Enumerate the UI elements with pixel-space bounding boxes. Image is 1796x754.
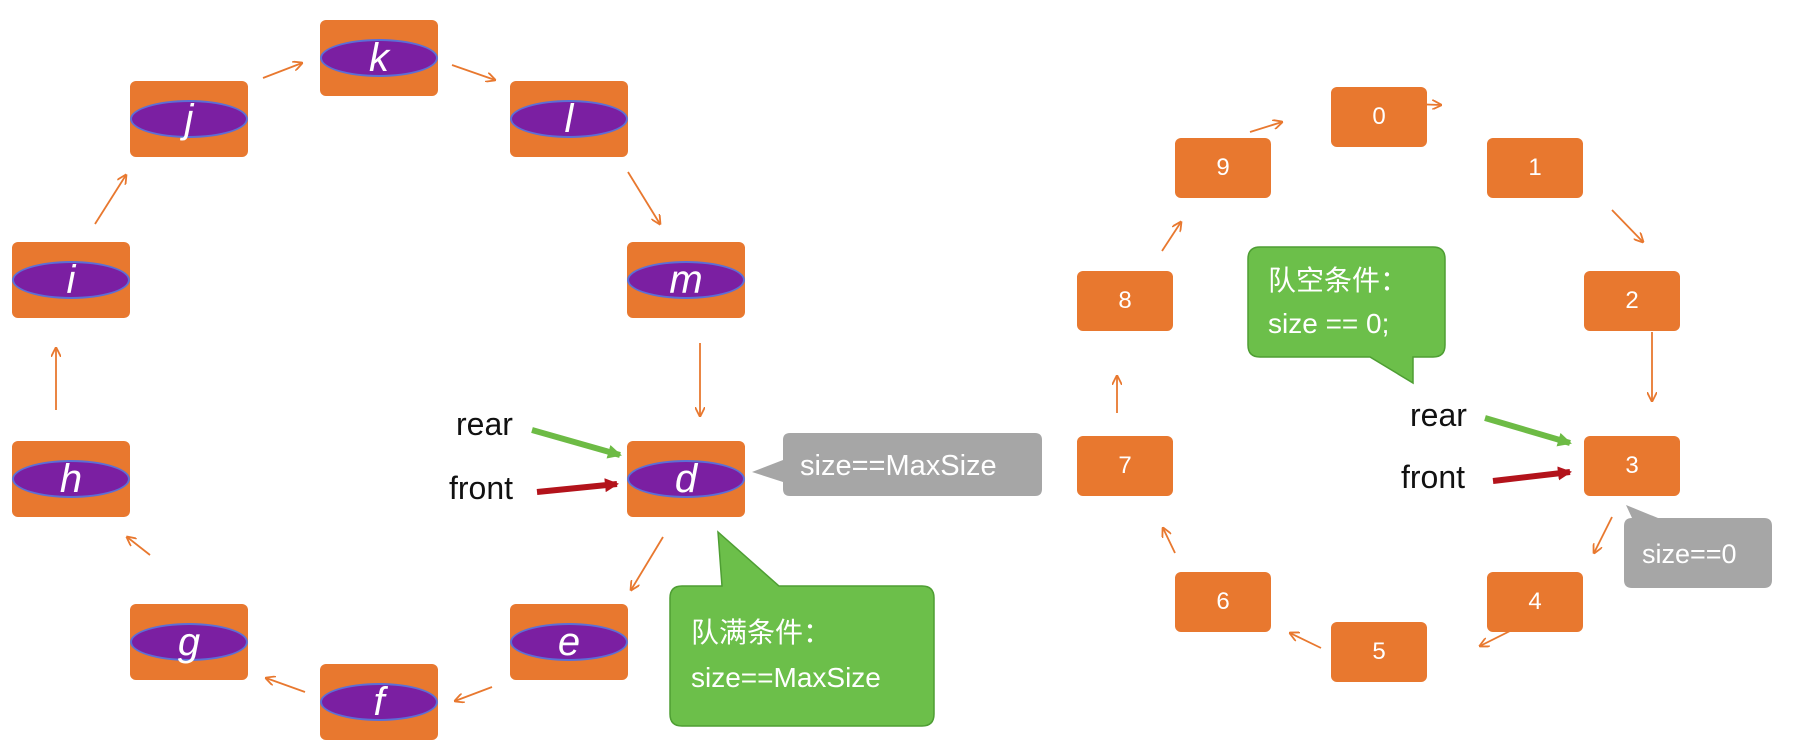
empty-queue-node-3: 3 <box>1584 436 1680 496</box>
empty-queue-node-1: 1 <box>1487 138 1583 198</box>
full-queue-node-k: k <box>320 20 438 96</box>
node-label: j <box>130 99 248 139</box>
empty-queue-node-8: 8 <box>1077 271 1173 331</box>
empty-queue-node-9: 9 <box>1175 138 1271 198</box>
node-label: g <box>130 622 248 662</box>
full-queue-node-d: d <box>627 441 745 517</box>
size-callout-text: size==MaxSize <box>800 450 997 482</box>
empty-queue-link-arrow <box>1611 209 1643 242</box>
size-callout-text-empty: size==0 <box>1642 539 1737 569</box>
front-arrow <box>536 478 619 495</box>
size-callout-shape <box>752 433 1042 496</box>
empty-queue-node-6: 6 <box>1175 572 1271 632</box>
full-queue-link-arrow <box>627 171 660 224</box>
size-callout-shape-empty <box>1624 505 1772 588</box>
empty-queue-node-0: 0 <box>1331 87 1427 147</box>
condition-callout-shape <box>669 530 935 727</box>
front-label-empty: front <box>1401 459 1466 495</box>
full-queue-link-arrow <box>262 63 302 79</box>
empty-queue-link-arrow <box>1163 528 1176 554</box>
full-queue-node-e: e <box>510 604 628 680</box>
node-label: k <box>320 38 438 78</box>
node-label: l <box>510 99 628 139</box>
empty-queue-node-4: 4 <box>1487 572 1583 632</box>
condition-title-empty: 队空条件： <box>1268 265 1409 296</box>
condition-expr-empty: size == 0; <box>1268 308 1390 339</box>
full-queue-link-arrow <box>451 64 495 80</box>
node-label: m <box>627 260 745 300</box>
rear-arrow <box>531 427 622 459</box>
node-label: i <box>12 260 130 300</box>
full-queue-node-h: h <box>12 441 130 517</box>
empty-queue-node-2: 2 <box>1584 271 1680 331</box>
node-label: e <box>510 622 628 662</box>
node-label: h <box>12 459 130 499</box>
empty-queue-link-arrow <box>1249 122 1282 133</box>
front-label: front <box>449 470 514 506</box>
empty-queue-node-7: 7 <box>1077 436 1173 496</box>
full-queue-link-arrow <box>455 686 493 701</box>
full-queue-node-f: f <box>320 664 438 740</box>
rear-label: rear <box>456 406 513 442</box>
full-queue-node-l: l <box>510 81 628 157</box>
empty-queue-link-arrow <box>1161 222 1181 252</box>
full-queue-node-i: i <box>12 242 130 318</box>
full-queue-node-m: m <box>627 242 745 318</box>
empty-queue-link-arrow <box>1594 516 1613 553</box>
condition-expr: size==MaxSize <box>691 662 881 693</box>
node-label: d <box>627 459 745 499</box>
full-queue-link-arrow <box>94 175 126 225</box>
full-queue-link-arrow <box>127 537 151 556</box>
full-queue-link-arrow <box>631 536 664 590</box>
empty-queue-link-arrow <box>1480 630 1511 646</box>
condition-title: 队满条件： <box>691 617 832 648</box>
empty-queue-link-arrow <box>1290 633 1322 649</box>
full-queue-link-arrow <box>266 678 306 693</box>
full-queue-node-j: j <box>130 81 248 157</box>
front-arrow-empty <box>1492 466 1572 484</box>
rear-label-empty: rear <box>1410 397 1467 433</box>
condition-callout-shape-empty <box>1247 246 1446 385</box>
node-label: f <box>320 682 438 722</box>
empty-queue-node-5: 5 <box>1331 622 1427 682</box>
rear-arrow-empty <box>1484 415 1572 447</box>
full-queue-node-g: g <box>130 604 248 680</box>
